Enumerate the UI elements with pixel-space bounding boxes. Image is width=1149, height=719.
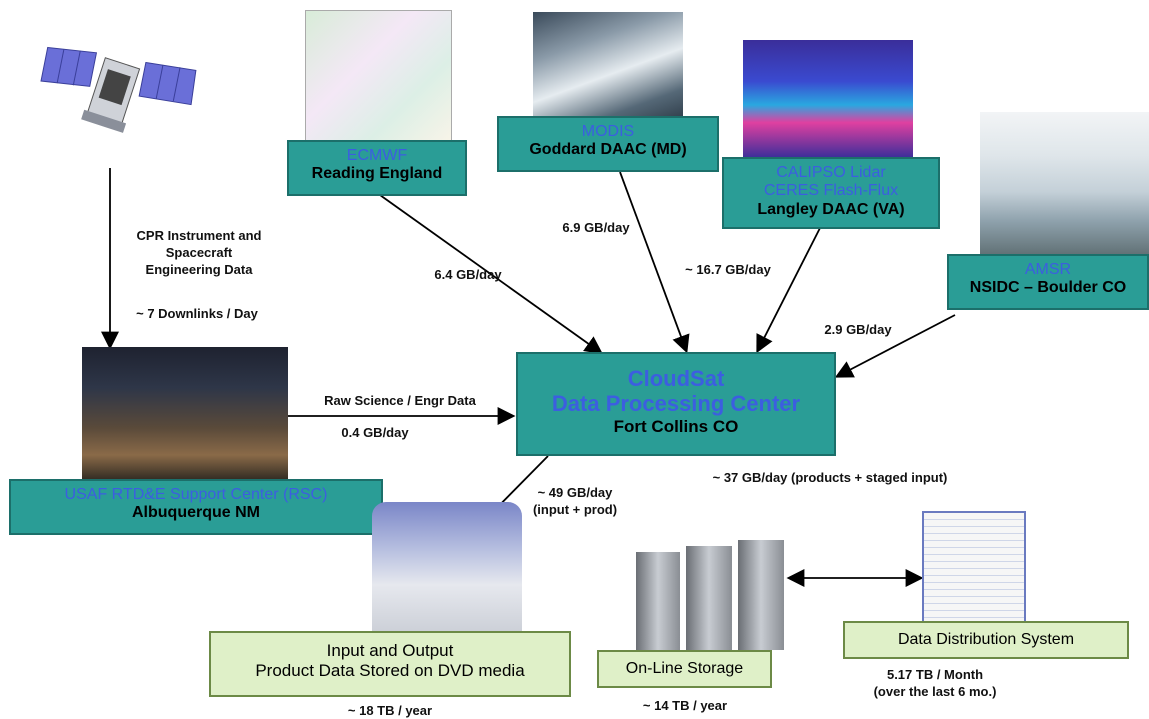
calipso-title: CALIPSO Lidar bbox=[776, 164, 886, 181]
dds-box: Data Distribution System bbox=[843, 621, 1129, 659]
ecmwf-box: ECMWF Reading England bbox=[287, 140, 467, 196]
products-rate-label: ~ 37 GB/day (products + staged input) bbox=[712, 470, 948, 485]
calipso-box: CALIPSO Lidar CERES Flash-Flux Langley D… bbox=[722, 157, 940, 229]
amsr-title: AMSR bbox=[1024, 261, 1072, 278]
rsc-box: USAF RTD&E Support Center (RSC) Albuquer… bbox=[9, 479, 383, 535]
modis-rate-label: 6.9 GB/day bbox=[562, 220, 630, 235]
dvd-storage-box: Input and Output Product Data Stored on … bbox=[209, 631, 571, 697]
amsr-glacier-image bbox=[980, 112, 1149, 257]
arrow-modis-to-dpc bbox=[619, 171, 690, 354]
ecmwf-rate-label: 6.4 GB/day bbox=[434, 267, 502, 282]
amsr-rate-label: 2.9 GB/day bbox=[824, 322, 892, 337]
dpc-title: CloudSat bbox=[627, 366, 725, 391]
rsc-subtitle: Albuquerque NM bbox=[132, 504, 260, 522]
modis-box: MODIS Goddard DAAC (MD) bbox=[497, 116, 719, 172]
calipso-lidar-image bbox=[743, 40, 913, 158]
dds-screenshot-image bbox=[922, 511, 1026, 633]
dpc-title2: Data Processing Center bbox=[551, 391, 801, 417]
raw-rate-label: 0.4 GB/day bbox=[341, 425, 409, 440]
rsc-title: USAF RTD&E Support Center (RSC) bbox=[64, 486, 328, 503]
arrow-calipso-to-dpc bbox=[756, 227, 821, 354]
amsr-subtitle: NSIDC – Boulder CO bbox=[969, 279, 1127, 297]
cpr-line1: CPR Instrument and bbox=[136, 228, 262, 243]
dds-rate-label: 5.17 TB / Month (over the last 6 mo.) bbox=[850, 667, 1020, 701]
cloudsat-dpc-box: CloudSat Data Processing Center Fort Col… bbox=[516, 352, 836, 456]
cpr-data-label: CPR Instrument and Spacecraft Engineerin… bbox=[108, 228, 290, 279]
dpc-subtitle: Fort Collins CO bbox=[613, 416, 739, 436]
dds-rate-line1: 5.17 TB / Month bbox=[886, 667, 984, 682]
control-room-image bbox=[82, 347, 288, 482]
storage-label: On-Line Storage bbox=[625, 660, 744, 677]
ecmwf-map-image bbox=[305, 10, 452, 142]
downlinks-label: ~ 7 Downlinks / Day bbox=[136, 306, 258, 321]
modis-satellite-image bbox=[533, 12, 683, 122]
cpr-line3: Engineering Data bbox=[145, 261, 253, 277]
cpr-line2: Spacecraft bbox=[165, 244, 233, 260]
dds-rate-line2: (over the last 6 mo.) bbox=[873, 683, 997, 699]
storage-year-label: ~ 14 TB / year bbox=[642, 698, 728, 713]
storage-servers-image bbox=[636, 540, 784, 650]
modis-subtitle: Goddard DAAC (MD) bbox=[529, 141, 687, 159]
dvd-year-label: ~ 18 TB / year bbox=[347, 703, 433, 718]
online-storage-box: On-Line Storage bbox=[597, 650, 772, 688]
dvd-rate-label: ~ 49 GB/day (input + prod) bbox=[520, 485, 630, 519]
dvd-rate-line1: ~ 49 GB/day bbox=[537, 485, 613, 500]
calipso-rate-label: ~ 16.7 GB/day bbox=[685, 262, 771, 277]
ecmwf-title: ECMWF bbox=[346, 147, 408, 164]
dvd-line1: Input and Output bbox=[326, 641, 454, 660]
raw-data-label: Raw Science / Engr Data bbox=[324, 393, 476, 408]
modis-title: MODIS bbox=[581, 123, 635, 140]
amsr-box: AMSR NSIDC – Boulder CO bbox=[947, 254, 1149, 310]
dvd-robot-image bbox=[372, 502, 522, 640]
calipso-subtitle: Langley DAAC (VA) bbox=[757, 200, 905, 218]
dvd-rate-line2: (input + prod) bbox=[532, 501, 618, 517]
ceres-title: CERES Flash-Flux bbox=[763, 182, 899, 200]
arrow-ecmwf-to-dpc bbox=[379, 194, 603, 355]
ecmwf-subtitle: Reading England bbox=[311, 165, 443, 183]
satellite-image bbox=[40, 46, 197, 133]
arrow-amsr-to-dpc bbox=[834, 314, 956, 378]
dds-label: Data Distribution System bbox=[897, 631, 1075, 648]
dvd-line2: Product Data Stored on DVD media bbox=[255, 660, 525, 680]
